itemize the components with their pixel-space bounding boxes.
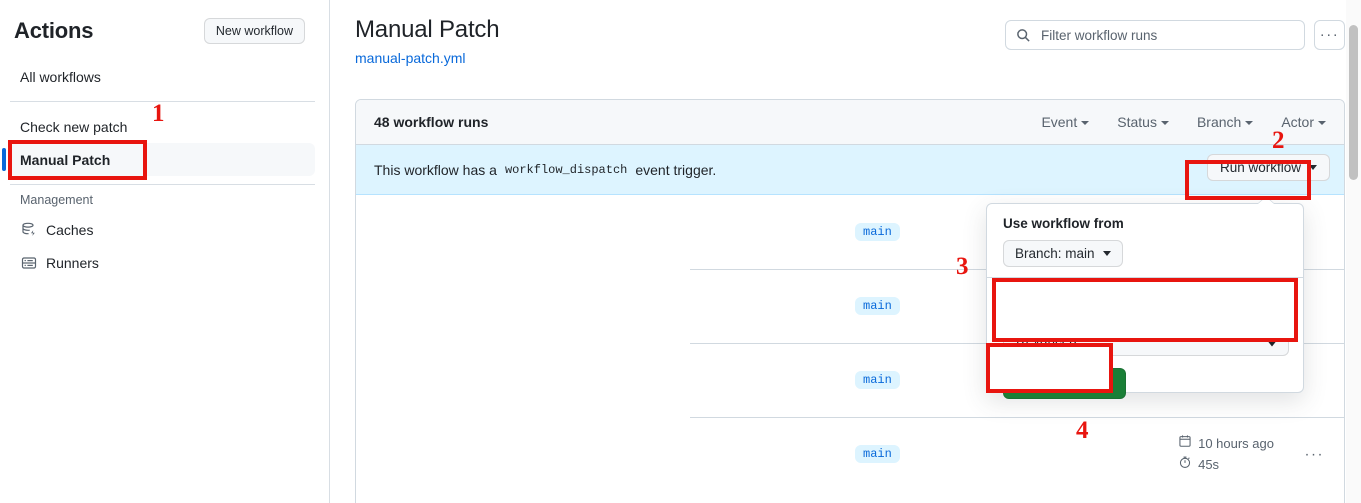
duration-text: 45s	[1198, 457, 1220, 472]
annotation-number-4: 4	[1076, 417, 1089, 444]
sidebar-divider	[10, 101, 315, 102]
banner-event-code: workflow_dispatch	[504, 162, 628, 177]
branch-badge[interactable]: main	[855, 371, 900, 389]
page-scrollbar-thumb[interactable]	[1349, 25, 1358, 180]
chevron-down-icon	[1245, 121, 1254, 126]
filter-label: Status	[1117, 114, 1157, 130]
dropdown-footer: Run workflow	[987, 366, 1303, 411]
workflow-input-label: Which Revanced do you want to patch? *	[1003, 288, 1287, 316]
page-more-options-button[interactable]: ···	[1314, 20, 1345, 50]
filter-label: Branch	[1196, 114, 1242, 130]
sidebar-title: Actions	[14, 18, 94, 43]
sidebar-item-caches[interactable]: Caches	[10, 213, 315, 246]
sidebar-item-label: All workflows	[20, 68, 101, 85]
dropdown-divider	[987, 277, 1303, 278]
annotation-number-3: 3	[956, 253, 969, 280]
sidebar-item-all-workflows[interactable]: All workflows	[10, 60, 315, 93]
row-more-options-button[interactable]: ···	[1304, 445, 1324, 463]
chevron-down-icon	[1318, 121, 1326, 126]
table-row[interactable]: main 10 hours ago	[356, 417, 1344, 491]
chevron-down-icon	[1309, 165, 1317, 170]
banner-text-prefix: This workflow has a	[374, 161, 497, 178]
sidebar: Actions New workflow All workflows Check…	[0, 0, 330, 503]
branch-badge[interactable]: main	[855, 445, 900, 463]
sidebar-item-manual-patch[interactable]: Manual Patch	[2, 143, 315, 176]
date-text: 10 hours ago	[1198, 436, 1274, 451]
workflow-file-link[interactable]: manual-patch.yml	[355, 50, 466, 66]
runners-icon	[20, 254, 38, 272]
workflow-runs-header: 48 workflow runs Event Status Branch Act…	[356, 100, 1344, 145]
chevron-down-icon	[1160, 121, 1169, 126]
search-box[interactable]	[1005, 20, 1305, 50]
row-duration: 45s	[1178, 454, 1274, 475]
annotation-number-1: 1	[152, 100, 165, 127]
branch-selector-label: Branch: main	[1015, 246, 1095, 261]
sidebar-item-check-new-patch[interactable]: Check new patch	[10, 110, 315, 143]
page-header: Manual Patch manual-patch.yml	[331, 0, 1361, 66]
filter-label: Event	[1041, 114, 1078, 130]
use-workflow-from-label: Use workflow from	[1003, 216, 1124, 231]
chevron-down-icon	[1102, 251, 1111, 256]
workflow-runs-count: 48 workflow runs	[374, 114, 489, 130]
page-title: Manual Patch	[355, 16, 500, 43]
workflow-dispatch-banner: This workflow has a workflow_dispatch ev…	[356, 145, 1344, 195]
branch-badge[interactable]: main	[855, 297, 900, 315]
branch-badge[interactable]: main	[855, 223, 900, 241]
filter-label: Actor	[1281, 114, 1314, 130]
sidebar-item-label: Runners	[46, 254, 99, 271]
use-workflow-from-section: Use workflow from Branch: main	[987, 204, 1303, 277]
table-row[interactable]: main	[356, 195, 1344, 269]
run-workflow-dropdown-panel: Use workflow from Branch: main Which Rev…	[986, 196, 1304, 399]
sidebar-item-label: Manual Patch	[20, 151, 111, 168]
annotation-number-2: 2	[1272, 127, 1285, 154]
search-input[interactable]	[1039, 26, 1294, 44]
search-icon	[1016, 28, 1031, 43]
row-meta: 10 hours ago 45s	[1178, 433, 1274, 475]
filter-event[interactable]: Event	[1041, 114, 1090, 130]
filter-branch[interactable]: Branch	[1196, 114, 1254, 130]
input-label-text: Which Revanced do you want to patch?	[1003, 288, 1274, 302]
calendar-icon	[1178, 433, 1192, 454]
new-workflow-button[interactable]: New workflow	[203, 18, 305, 44]
revanced-select-value: Revanced	[1016, 332, 1077, 348]
sidebar-group-title-management: Management	[20, 193, 93, 207]
revanced-select[interactable]: Revanced	[1003, 324, 1289, 356]
select-arrows-icon	[1268, 333, 1276, 347]
sidebar-item-runners[interactable]: Runners	[10, 246, 315, 279]
filter-status[interactable]: Status	[1117, 114, 1169, 130]
kebab-icon: ···	[1319, 26, 1340, 43]
sidebar-divider	[10, 184, 315, 185]
filter-group: Event Status Branch Actor	[1041, 114, 1326, 130]
workflow-input-block: Which Revanced do you want to patch? * R…	[987, 278, 1303, 366]
sidebar-nav-list: All workflows Check new patch Manual Pat…	[0, 60, 329, 279]
run-workflow-button-label: Run workflow	[1219, 160, 1301, 175]
required-marker: *	[1003, 302, 1011, 316]
sidebar-item-label: Caches	[46, 221, 94, 238]
banner-text-suffix: event trigger.	[635, 161, 717, 178]
branch-selector-button[interactable]: Branch: main	[1003, 240, 1123, 267]
submit-run-workflow-button[interactable]: Run workflow	[1003, 368, 1126, 399]
cache-icon	[20, 221, 38, 239]
run-workflow-dropdown-button[interactable]: Run workflow	[1206, 154, 1330, 181]
sidebar-item-label: Check new patch	[20, 118, 128, 135]
filter-actor[interactable]: Actor	[1281, 114, 1326, 130]
stopwatch-icon	[1178, 454, 1192, 475]
chevron-down-icon	[1081, 121, 1090, 126]
row-date: 10 hours ago	[1178, 433, 1274, 454]
sidebar-header: Actions New workflow	[0, 0, 329, 54]
